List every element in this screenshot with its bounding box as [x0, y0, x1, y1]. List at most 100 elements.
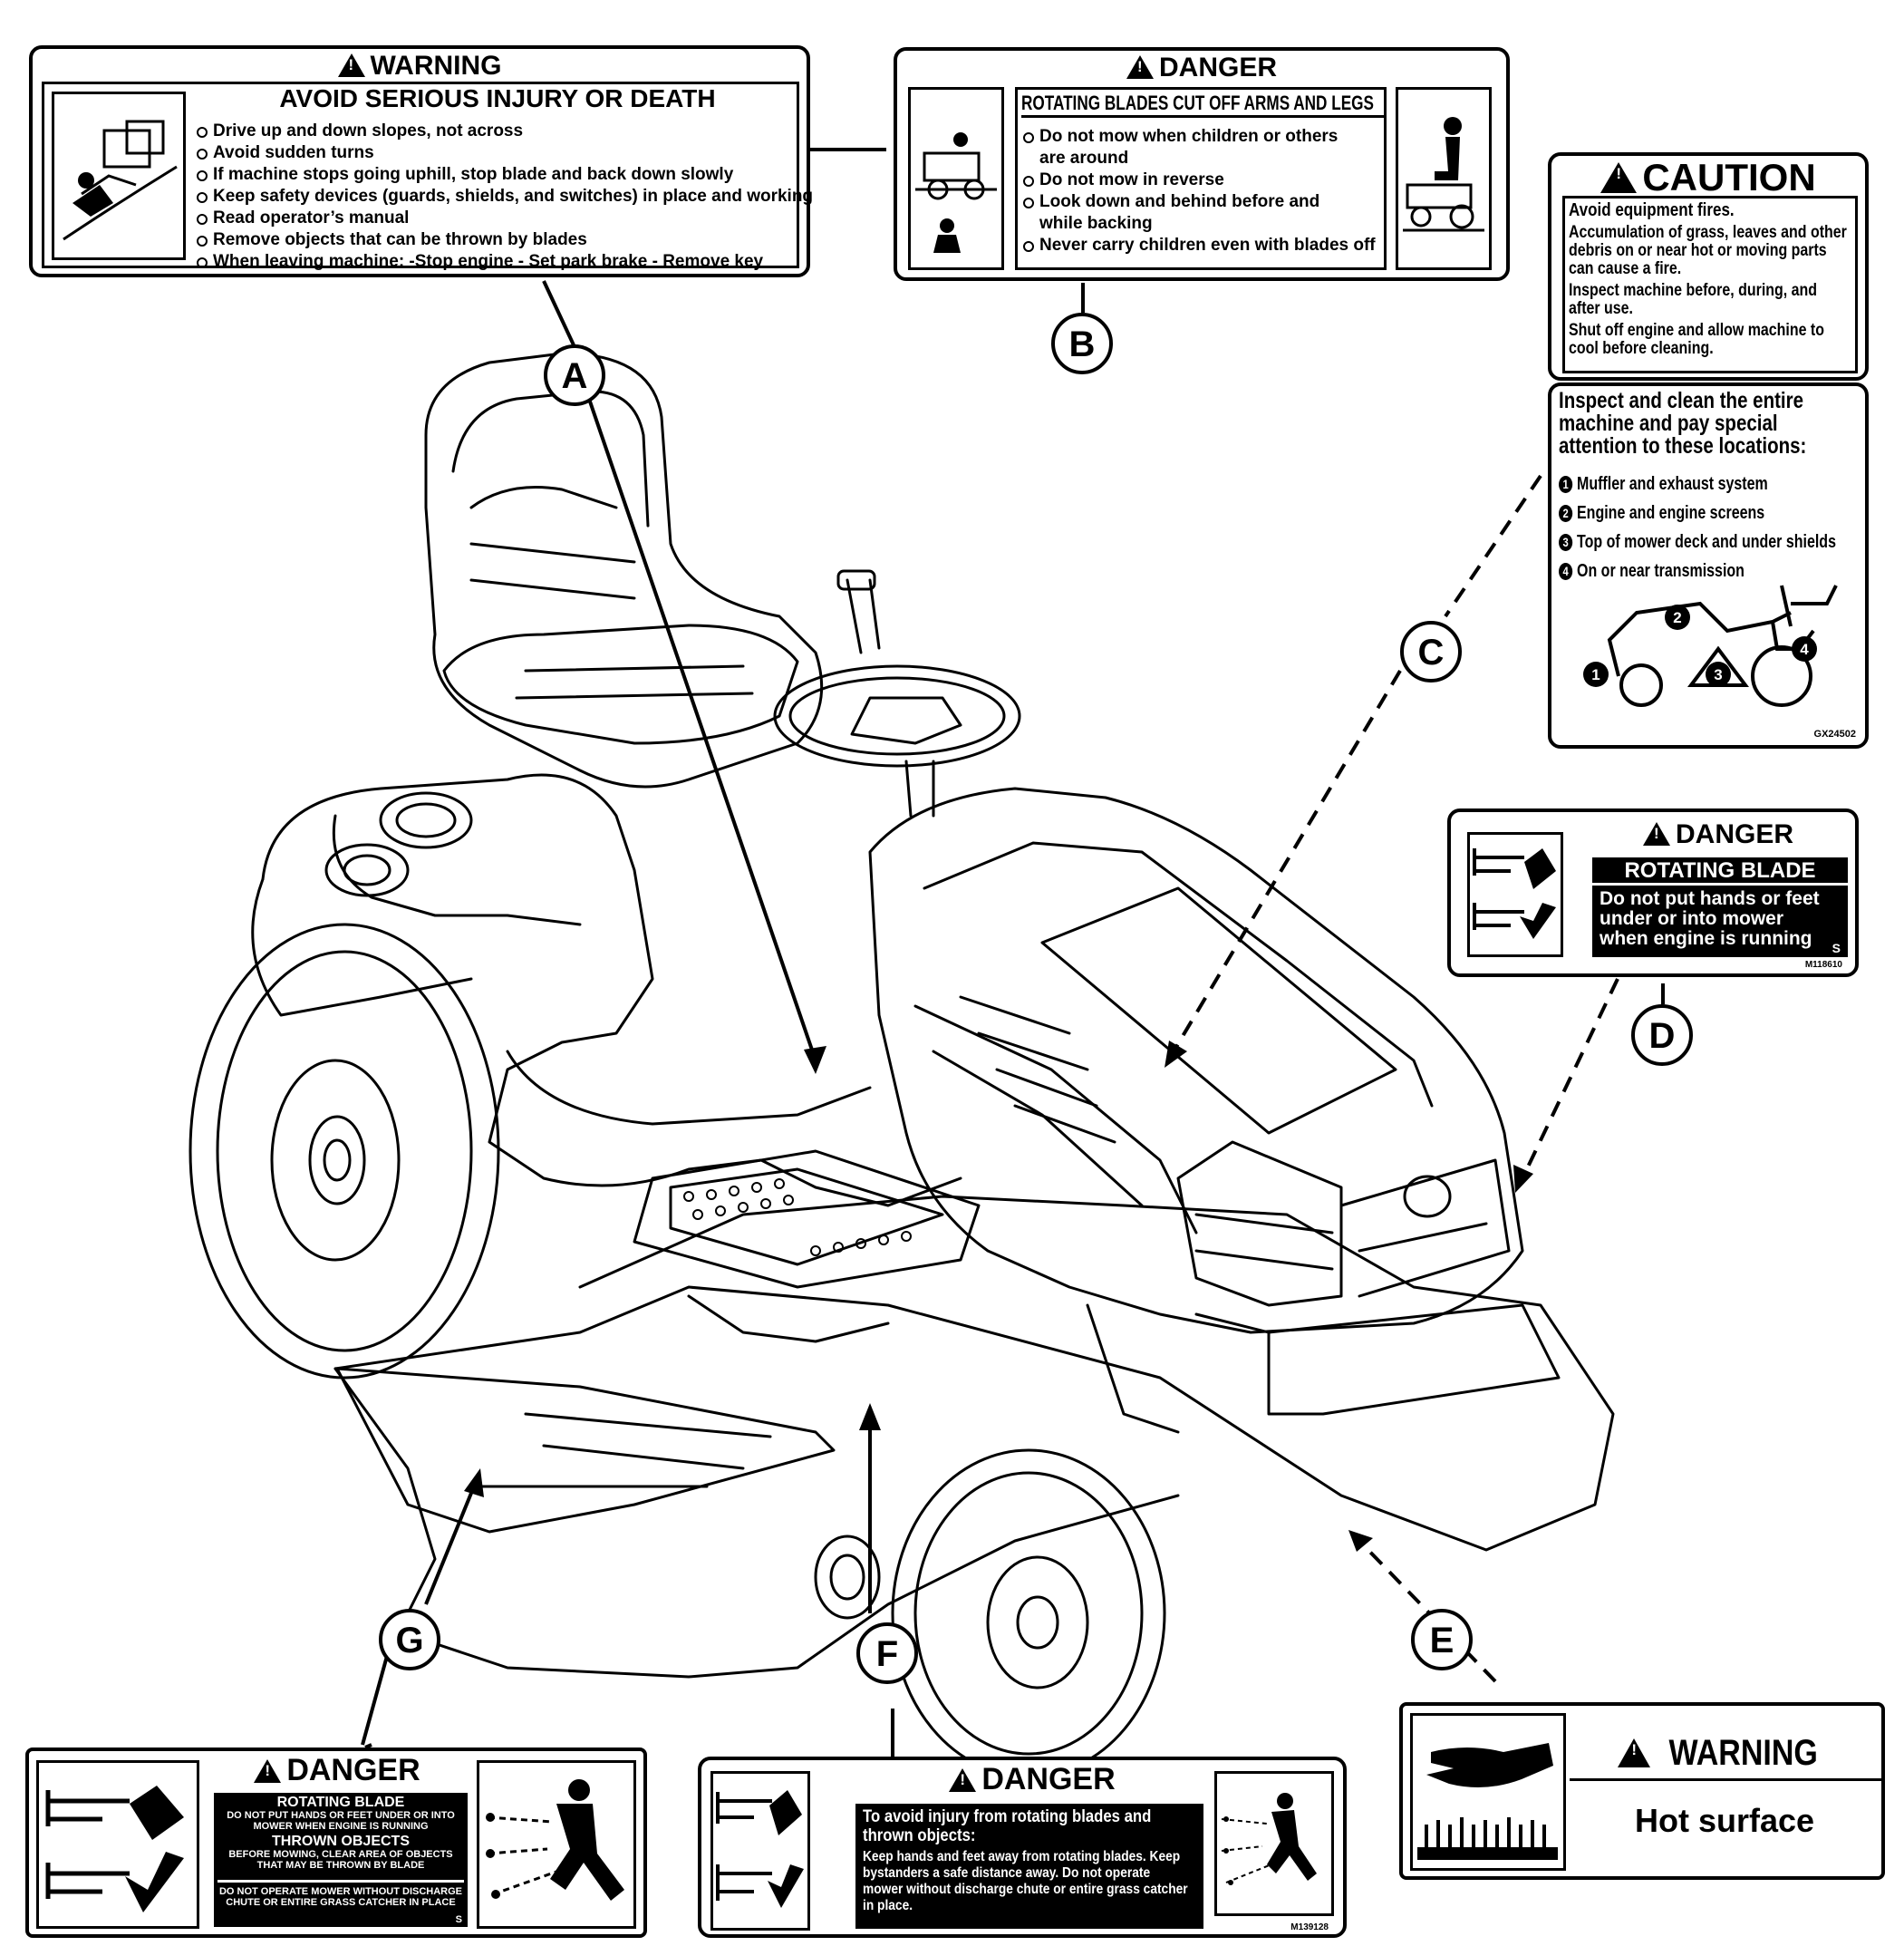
- decal-e-signal: WARNING: [1668, 1733, 1819, 1773]
- decal-d-text: Do not put hands or feet under or into m…: [1600, 888, 1820, 949]
- list-item: When leaving machine: -Stop engine - Set…: [197, 251, 813, 273]
- callout-c: C: [1400, 621, 1462, 683]
- decal-d-letter: S: [1832, 941, 1841, 955]
- decal-c-part-number: GX24502: [1813, 729, 1856, 740]
- decal-f-danger: DANGER To avoid injury from rotating bla…: [698, 1757, 1347, 1938]
- decal-g-panel: ROTATING BLADE DO NOT PUT HANDS OR FEET …: [214, 1793, 468, 1927]
- callout-d: D: [1631, 1004, 1693, 1066]
- decal-e-header: WARNING: [1575, 1733, 1874, 1774]
- callout-a: A: [544, 344, 605, 406]
- decal-e-divider: [1570, 1778, 1881, 1781]
- decal-c-line-3: Inspect machine before, during, and afte…: [1569, 281, 1818, 318]
- list-item: Keep safety devices (guards, shields, an…: [197, 186, 813, 208]
- list-item: Read operator’s manual: [197, 208, 813, 229]
- decal-f-signal: DANGER: [981, 1762, 1116, 1796]
- decal-g-header: DANGER: [210, 1753, 464, 1788]
- callout-g: G: [379, 1609, 440, 1670]
- decal-d-panel: ROTATING BLADE Do not put hands or feet …: [1592, 857, 1848, 957]
- decal-d-part-number: M118610: [1804, 960, 1842, 970]
- location-number-3: 3: [1559, 534, 1573, 551]
- decal-g-title-1: ROTATING BLADE: [276, 1795, 405, 1810]
- warning-triangle-icon: [337, 53, 365, 77]
- decal-a-title: AVOID SERIOUS INJURY OR DEATH: [279, 84, 716, 112]
- decal-g-signal: DANGER: [286, 1753, 420, 1787]
- decal-g-letter: S: [455, 1914, 462, 1925]
- list-item: If machine stops going uphill, stop blad…: [197, 164, 813, 186]
- svg-text:1: 1: [1591, 666, 1600, 683]
- warning-triangle-icon: [254, 1759, 282, 1783]
- thrown-objects-pictogram-icon: [1214, 1771, 1334, 1916]
- decal-g-text-2: BEFORE MOWING, CLEAR AREA OF OBJECTS THA…: [228, 1849, 453, 1871]
- decal-d-danger: DANGER ROTATING BLADE Do not put hands o…: [1447, 808, 1859, 977]
- decal-a-header: WARNING: [33, 51, 807, 82]
- decal-d-title: ROTATING BLADE: [1592, 859, 1848, 886]
- location-label: Engine and engine screens: [1577, 503, 1765, 523]
- slope-pictogram-icon: [52, 92, 186, 260]
- warning-triangle-icon: [1642, 822, 1670, 846]
- svg-text:4: 4: [1800, 641, 1809, 658]
- decal-e-text: Hot surface: [1634, 1802, 1815, 1839]
- decal-f-header: DANGER: [819, 1762, 1245, 1797]
- decal-g-danger: DANGER ROTATING BLADE DO NOT PUT HANDS O…: [25, 1748, 647, 1938]
- warning-triangle-icon: [1126, 55, 1154, 79]
- svg-text:3: 3: [1714, 666, 1722, 683]
- decal-c-inspection: Inspect and clean the entire machine and…: [1548, 382, 1869, 749]
- location-label: On or near transmission: [1577, 561, 1745, 581]
- decal-d-header: DANGER: [1596, 819, 1841, 850]
- decal-c-line-2: Accumulation of grass, leaves and other …: [1569, 223, 1847, 278]
- location-number-1: 1: [1559, 476, 1573, 493]
- mower-reverse-pictogram-icon: [908, 87, 1004, 270]
- list-item: Drive up and down slopes, not across: [197, 121, 813, 142]
- location-label: Muffler and exhaust system: [1577, 474, 1768, 494]
- decal-e-warning: WARNING Hot surface: [1399, 1702, 1885, 1880]
- callout-f: F: [856, 1622, 918, 1684]
- decal-b-danger: DANGER ROTATING BLADES CUT OFF ARMS AND …: [894, 47, 1510, 281]
- decal-b-header: DANGER: [897, 53, 1506, 83]
- list-item: Do not mow in reverse: [1023, 169, 1377, 191]
- list-item: Do not mow when children or others are a…: [1023, 126, 1348, 169]
- warning-triangle-icon: [1618, 1738, 1651, 1767]
- decal-f-panel: To avoid injury from rotating blades and…: [855, 1804, 1203, 1929]
- decal-f-text: Keep hands and feet away from rotating b…: [863, 1849, 1188, 1913]
- decal-c-line-1: Avoid equipment fires.: [1569, 200, 1735, 220]
- decal-b-body: ROTATING BLADES CUT OFF ARMS AND LEGS Do…: [1015, 87, 1387, 270]
- decal-d-signal: DANGER: [1675, 819, 1793, 849]
- location-label: Top of mower deck and under shields: [1577, 532, 1836, 552]
- decal-c-body: Avoid equipment fires. Accumulation of g…: [1562, 196, 1858, 373]
- decal-c-header: CAUTION: [1551, 156, 1865, 199]
- blade-hand-foot-pictogram-icon: [36, 1760, 199, 1929]
- thrown-objects-pictogram-icon: [477, 1760, 636, 1929]
- decal-b-title-text: ROTATING BLADES CUT OFF ARMS AND LEGS: [1021, 92, 1374, 114]
- blade-hand-foot-pictogram-icon: [1467, 832, 1563, 957]
- decal-b-signal: DANGER: [1158, 53, 1277, 82]
- location-number-2: 2: [1559, 505, 1573, 522]
- decal-c-inspect-title: Inspect and clean the entire machine and…: [1559, 388, 1807, 459]
- warning-triangle-icon: [949, 1768, 977, 1792]
- list-item: Avoid sudden turns: [197, 142, 813, 164]
- svg-text:2: 2: [1673, 609, 1681, 626]
- blade-hand-foot-pictogram-icon: [710, 1771, 810, 1931]
- operator-pictogram-icon: [1396, 87, 1492, 270]
- tractor-locations-icon: 1 2 3 4: [1583, 585, 1838, 707]
- decal-g-title-2: THROWN OBJECTS: [272, 1834, 410, 1849]
- callout-b: B: [1051, 313, 1113, 374]
- decal-a-list: Drive up and down slopes, not across Avo…: [197, 121, 813, 273]
- decal-c-signal: CAUTION: [1642, 156, 1816, 198]
- decal-a-warning: WARNING AVOID SERIOUS INJURY OR DEATH Dr…: [29, 45, 813, 277]
- decal-g-text-3: DO NOT OPERATE MOWER WITHOUT DISCHARGE C…: [217, 1880, 464, 1908]
- decal-a-body: AVOID SERIOUS INJURY OR DEATH Drive up a…: [42, 82, 813, 271]
- location-number-4: 4: [1559, 563, 1573, 580]
- hot-surface-pictogram-icon: [1410, 1713, 1566, 1871]
- decal-a-signal: WARNING: [370, 51, 502, 81]
- list-item: Look down and behind before and while ba…: [1023, 191, 1329, 235]
- list-item: Never carry children even with blades of…: [1023, 235, 1377, 257]
- decal-f-title: To avoid injury from rotating blades and…: [863, 1807, 1152, 1845]
- callout-e: E: [1411, 1609, 1473, 1670]
- decal-f-part-number: M139128: [1290, 1922, 1329, 1932]
